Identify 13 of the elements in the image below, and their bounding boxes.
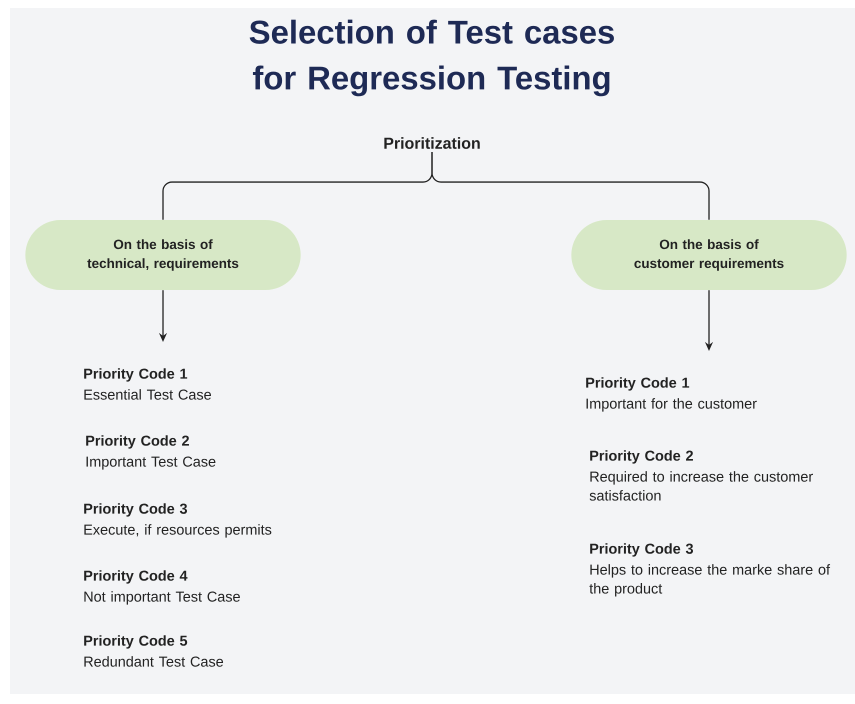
priority-entry: Priority Code 2 Important Test Case bbox=[86, 435, 216, 470]
priority-entry: Priority Code 2 Required to increase the customer satisfaction bbox=[590, 450, 813, 501]
priority-entry: Priority Code 3 Helps to increase the marke share of the product bbox=[589, 543, 830, 597]
connector-line bbox=[431, 152, 710, 220]
priority-entry: Priority Code 3 Execute, if resources permits bbox=[84, 503, 272, 538]
heading-label: Prioritization bbox=[384, 137, 480, 149]
title: Selection of Test cases for Regression Testing bbox=[250, 20, 614, 96]
priority-entry: Priority Code 1 Essential Test Case bbox=[84, 368, 211, 400]
category-pill: On the basis of customer requirements bbox=[571, 220, 847, 290]
priority-entry: Priority Code 1 Important for the customer bbox=[586, 377, 757, 412]
priority-entry: Priority Code 5 Redundant Test Case bbox=[84, 635, 224, 667]
priority-entry: Priority Code 4 Not important Test Case bbox=[84, 570, 240, 605]
category-pill: On the basis of technical, requirements bbox=[25, 220, 301, 290]
